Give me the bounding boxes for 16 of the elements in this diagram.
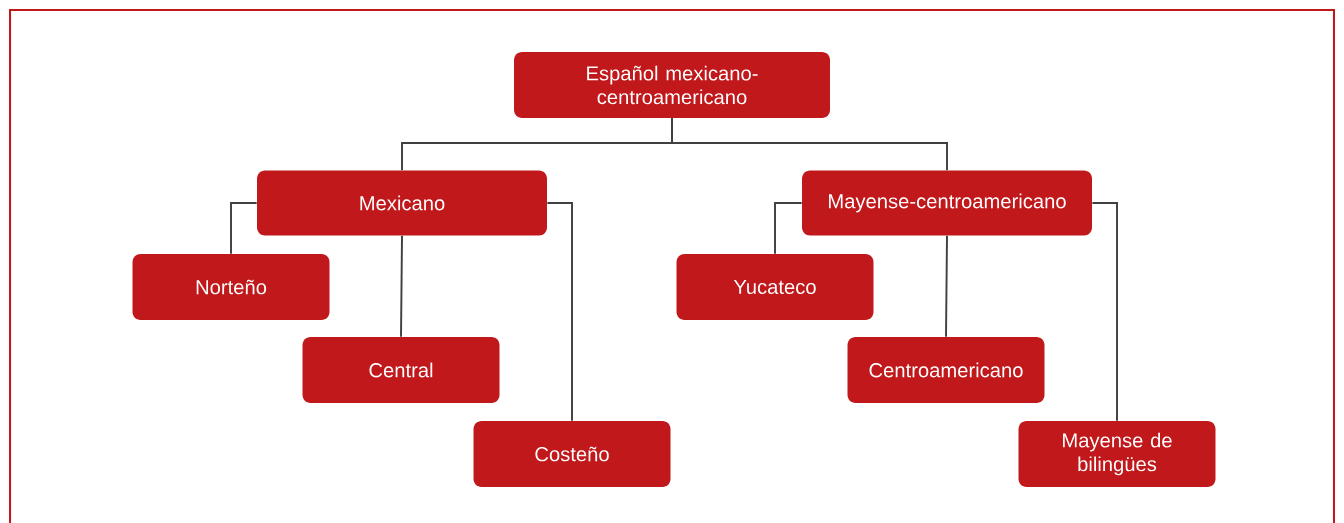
category-box: Costeño xyxy=(473,421,671,487)
category-box: Central xyxy=(302,337,500,403)
category-box: Español mexicano-centroamericano xyxy=(514,52,830,118)
connector-line xyxy=(400,234,403,338)
connector-line xyxy=(546,202,573,422)
connector-line xyxy=(671,117,948,172)
category-box: Centroamericano xyxy=(847,337,1045,403)
category-box: Norteño xyxy=(132,254,330,320)
connector-line xyxy=(1091,202,1118,422)
connector-line xyxy=(230,202,258,255)
connector-line xyxy=(774,202,803,255)
category-box: Mayense-centroamericano xyxy=(802,170,1092,236)
category-box: Mexicano xyxy=(257,170,547,236)
connector-line xyxy=(945,234,948,338)
category-box: Yucateco xyxy=(676,254,874,320)
category-box: Mayense de bilingües xyxy=(1018,421,1216,487)
